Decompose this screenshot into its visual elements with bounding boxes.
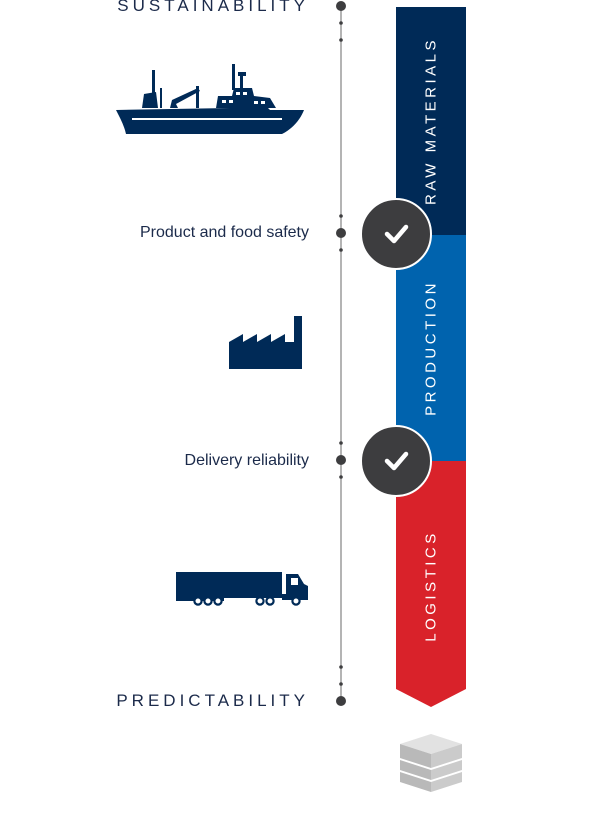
check-icon-food-safety — [360, 198, 432, 270]
stacked-boxes-icon — [400, 734, 462, 792]
fishing-vessel-icon — [116, 64, 304, 134]
label-delivery-reliability: Delivery reliability — [184, 452, 309, 469]
label-food-safety: Product and food safety — [140, 224, 309, 241]
label-predictability: PREDICTABILITY — [116, 691, 309, 710]
band-raw-materials: RAW MATERIALS — [396, 7, 466, 235]
timeline-node-predictability — [336, 665, 346, 706]
band-production: PRODUCTION — [396, 235, 466, 461]
timeline-node-delivery — [336, 441, 346, 479]
factory-icon — [229, 316, 302, 369]
truck-icon — [176, 572, 308, 606]
check-icon-delivery — [360, 425, 432, 497]
timeline-node-food-safety — [336, 214, 346, 252]
label-sustainability: SUSTAINABILITY — [117, 0, 309, 15]
band-logistics-shape — [396, 461, 466, 707]
timeline-node-sustainability — [336, 1, 346, 42]
